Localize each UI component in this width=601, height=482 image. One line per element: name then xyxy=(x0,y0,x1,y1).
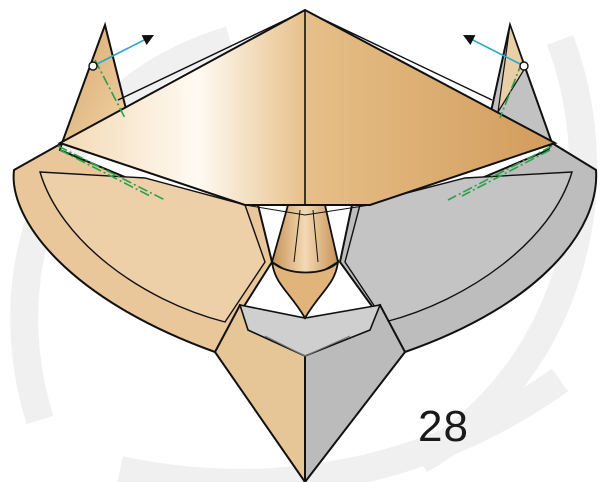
step-number: 28 xyxy=(418,402,469,452)
top-panel xyxy=(60,10,555,205)
